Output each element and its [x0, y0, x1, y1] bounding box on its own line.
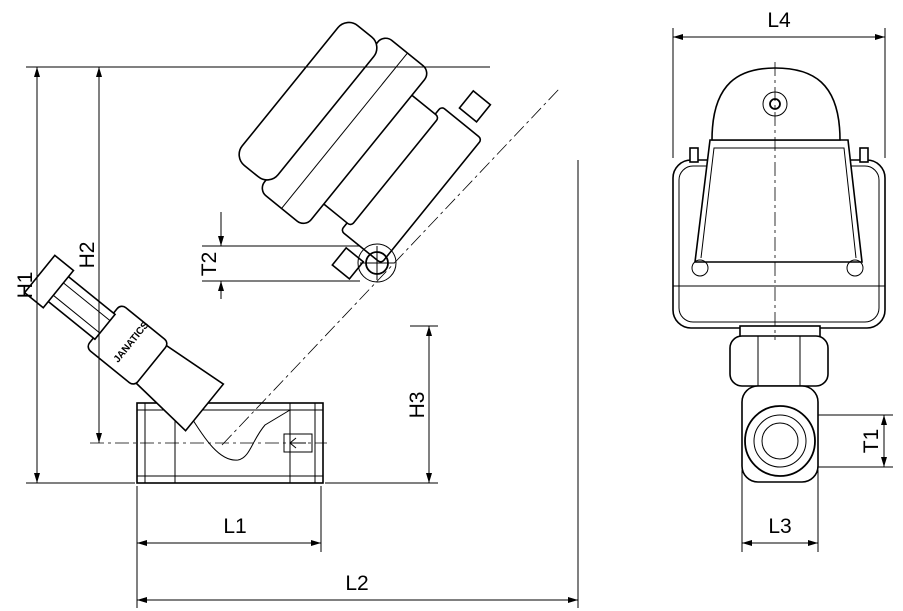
h3-label: H3 [406, 392, 429, 419]
actuator [238, 21, 492, 280]
t2-label: T2 [198, 252, 221, 277]
valve-neck: JANATICS [23, 254, 225, 432]
l4-label: L4 [767, 9, 791, 32]
pilot-port [357, 243, 397, 283]
actuator-axis [221, 87, 561, 446]
front-actuator [672, 67, 886, 329]
h1-label: H1 [14, 272, 37, 299]
front-view: L4 L3 T1 [672, 9, 893, 552]
screw-right [846, 259, 864, 277]
l2-label: L2 [345, 572, 368, 595]
screw-left [691, 259, 709, 277]
front-valve-body [729, 325, 829, 483]
t1-label: T1 [860, 429, 883, 454]
h2-label: H2 [76, 242, 99, 269]
side-view: JANATICS [14, 21, 579, 608]
l3-label: L3 [768, 515, 791, 538]
l1-label: L1 [223, 515, 246, 538]
